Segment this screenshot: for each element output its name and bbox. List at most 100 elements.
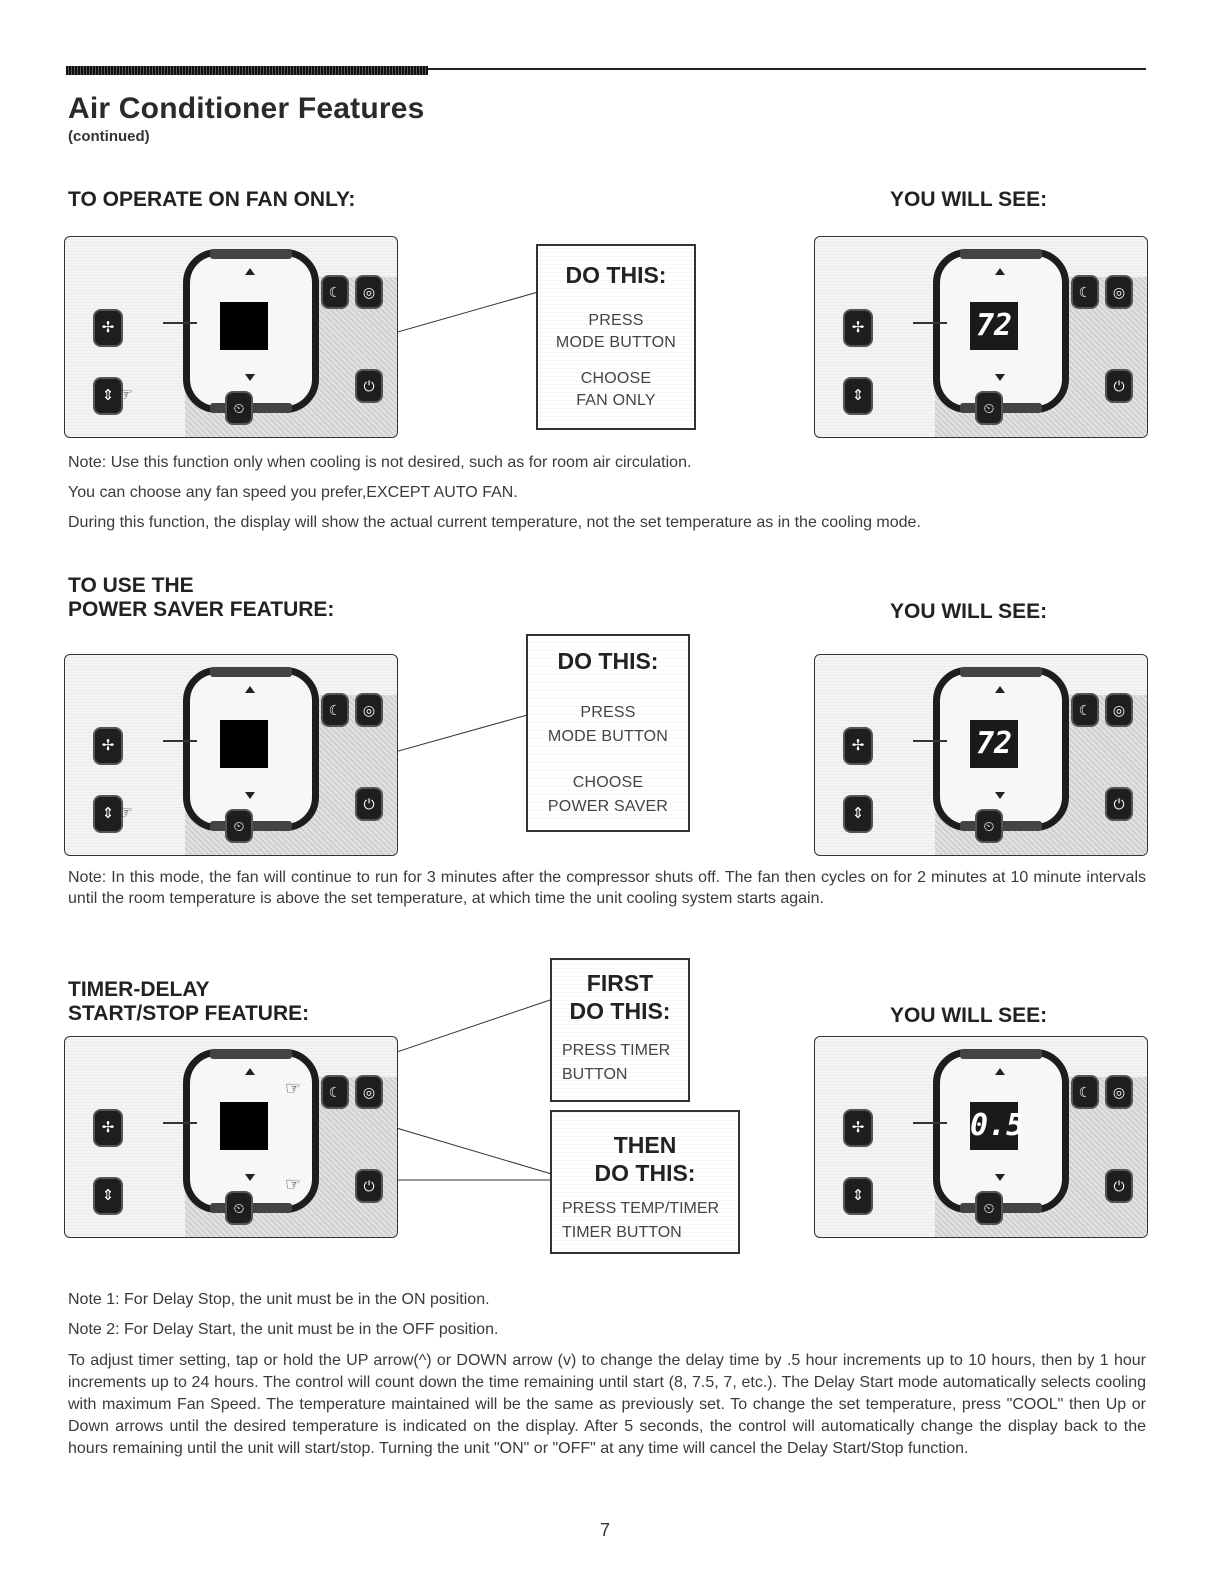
instruction-line: PRESS xyxy=(588,312,644,329)
down-arrow-icon xyxy=(995,1174,1005,1181)
filter-icon: ◎ xyxy=(355,275,383,309)
control-panel-before-power-saver: ✢ ⇕ ☞ ☾ ◎ ⏲ ⏻ xyxy=(64,654,398,856)
display-readout: 72 xyxy=(970,302,1018,350)
sleep-icon: ☾ xyxy=(321,275,349,309)
display-ring: 72 xyxy=(933,667,1069,831)
power-icon: ⏻ xyxy=(1105,369,1133,403)
then-do-this-title: DO THIS: xyxy=(594,1160,696,1186)
pointing-hand-icon: ☞ xyxy=(285,1078,302,1098)
fan-icon: ✢ xyxy=(843,1109,873,1147)
down-arrow-icon xyxy=(995,374,1005,381)
do-this-title: DO THIS: xyxy=(565,262,667,288)
page-title: Air Conditioner Features xyxy=(68,92,425,125)
first-do-this-title: DO THIS: xyxy=(569,998,671,1024)
instruction-line: MODE BUTTON xyxy=(547,728,669,745)
timer-note-2: Note 2: For Delay Start, the unit must b… xyxy=(68,1321,499,1338)
page-subtitle: (continued) xyxy=(68,128,150,145)
power-icon: ⏻ xyxy=(355,369,383,403)
display-screen-blank xyxy=(220,1102,268,1150)
first-do-this-box: FIRST DO THIS: PRESS TIMER BUTTON xyxy=(550,958,690,1102)
instruction-line: BUTTON xyxy=(562,1066,628,1083)
mode-icon: ⇕ xyxy=(843,377,873,415)
power-icon: ⏻ xyxy=(355,787,383,821)
pointing-hand-icon: ☞ xyxy=(285,1174,302,1194)
control-panel-after-fan-only: 72 ✢ ⇕ ☾ ◎ ⏲ ⏻ xyxy=(814,236,1148,438)
power-icon: ⏻ xyxy=(355,1169,383,1203)
fan-icon: ✢ xyxy=(93,727,123,765)
mode-icon: ⇕ xyxy=(93,377,123,415)
display-ring: 72 xyxy=(933,249,1069,413)
fan-only-note-2: You can choose any fan speed you prefer,… xyxy=(68,484,518,501)
display-readout: 72 xyxy=(970,720,1018,768)
section-power-saver-you-will-see: YOU WILL SEE: xyxy=(890,600,1048,623)
instruction-line: PRESS xyxy=(580,704,636,721)
power-icon: ⏻ xyxy=(1105,1169,1133,1203)
mode-icon: ⇕ xyxy=(843,795,873,833)
display-screen-blank xyxy=(220,720,268,768)
up-arrow-icon xyxy=(245,686,255,693)
instruction-line: PRESS TIMER xyxy=(562,1042,671,1059)
display-screen-blank xyxy=(220,302,268,350)
first-title: FIRST xyxy=(586,970,654,996)
fan-icon: ✢ xyxy=(843,309,873,347)
page-number: 7 xyxy=(600,1520,611,1540)
filter-icon: ◎ xyxy=(1105,275,1133,309)
up-arrow-icon xyxy=(995,686,1005,693)
fan-only-note-1: Note: Use this function only when coolin… xyxy=(68,454,692,471)
header-rule-thick xyxy=(66,66,428,75)
timer-paragraph: To adjust timer setting, tap or hold the… xyxy=(68,1352,1146,1457)
down-arrow-icon xyxy=(245,792,255,799)
filter-icon: ◎ xyxy=(1105,693,1133,727)
instruction-line: PRESS TEMP/TIMER xyxy=(562,1200,720,1217)
sleep-icon: ☾ xyxy=(1071,693,1099,727)
fan-icon: ✢ xyxy=(93,309,123,347)
timer-icon: ⏲ xyxy=(975,1191,1003,1225)
timer-note-1: Note 1: For Delay Stop, the unit must be… xyxy=(68,1291,490,1308)
instruction-line: MODE BUTTON xyxy=(555,334,677,351)
section-timer-you-will-see: YOU WILL SEE: xyxy=(890,1004,1048,1027)
pointing-hand-icon: ☞ xyxy=(117,802,134,822)
then-title: THEN xyxy=(613,1132,677,1158)
do-this-box-fan-only: DO THIS: PRESS MODE BUTTON CHOOSE FAN ON… xyxy=(536,244,696,430)
filter-icon: ◎ xyxy=(355,1075,383,1109)
pointing-hand-icon: ☞ xyxy=(117,384,134,404)
down-arrow-icon xyxy=(995,792,1005,799)
fan-icon: ✢ xyxy=(93,1109,123,1147)
timer-icon: ⏲ xyxy=(225,809,253,843)
timer-icon: ⏲ xyxy=(975,809,1003,843)
sleep-icon: ☾ xyxy=(321,693,349,727)
mode-icon: ⇕ xyxy=(93,795,123,833)
filter-icon: ◎ xyxy=(1105,1075,1133,1109)
up-arrow-icon xyxy=(995,268,1005,275)
down-arrow-icon xyxy=(245,374,255,381)
power-saver-note: Note: In this mode, the fan will continu… xyxy=(68,869,1146,907)
up-arrow-icon xyxy=(245,268,255,275)
then-do-this-box: THEN DO THIS: PRESS TEMP/TIMER TIMER BUT… xyxy=(550,1110,740,1254)
display-ring xyxy=(183,667,319,831)
fan-icon: ✢ xyxy=(843,727,873,765)
instruction-line: FAN ONLY xyxy=(576,392,656,409)
section-fan-only-you-will-see: YOU WILL SEE: xyxy=(890,188,1048,211)
instruction-line: CHOOSE xyxy=(572,774,644,791)
control-panel-before-fan-only: ✢ ⇕ ☞ ☾ ◎ ⏲ ⏻ xyxy=(64,236,398,438)
section-timer-heading-2: START/STOP FEATURE: xyxy=(68,1002,310,1025)
instruction-line: TIMER BUTTON xyxy=(562,1224,682,1241)
timer-icon: ⏲ xyxy=(225,1191,253,1225)
display-readout: 0.5 xyxy=(970,1102,1024,1150)
up-arrow-icon xyxy=(995,1068,1005,1075)
control-panel-before-timer: ☞ ☞ ✢ ⇕ ☾ ◎ ⏲ ⏻ xyxy=(64,1036,398,1238)
display-ring xyxy=(183,249,319,413)
up-arrow-icon xyxy=(245,1068,255,1075)
instruction-line: CHOOSE xyxy=(580,370,652,387)
header-rule-thin xyxy=(428,68,1146,70)
section-power-saver-heading-1: TO USE THE xyxy=(68,574,194,597)
display-ring xyxy=(183,1049,319,1213)
control-panel-after-power-saver: 72 ✢ ⇕ ☾ ◎ ⏲ ⏻ xyxy=(814,654,1148,856)
section-timer-heading-1: TIMER-DELAY xyxy=(68,978,210,1001)
control-panel-after-timer: 0.5 ✢ ⇕ ☾ ◎ ⏲ ⏻ xyxy=(814,1036,1148,1238)
timer-icon: ⏲ xyxy=(975,391,1003,425)
section-power-saver-heading-2: POWER SAVER FEATURE: xyxy=(68,598,335,621)
sleep-icon: ☾ xyxy=(1071,275,1099,309)
do-this-title: DO THIS: xyxy=(557,648,659,674)
display-ring: 0.5 xyxy=(933,1049,1069,1213)
